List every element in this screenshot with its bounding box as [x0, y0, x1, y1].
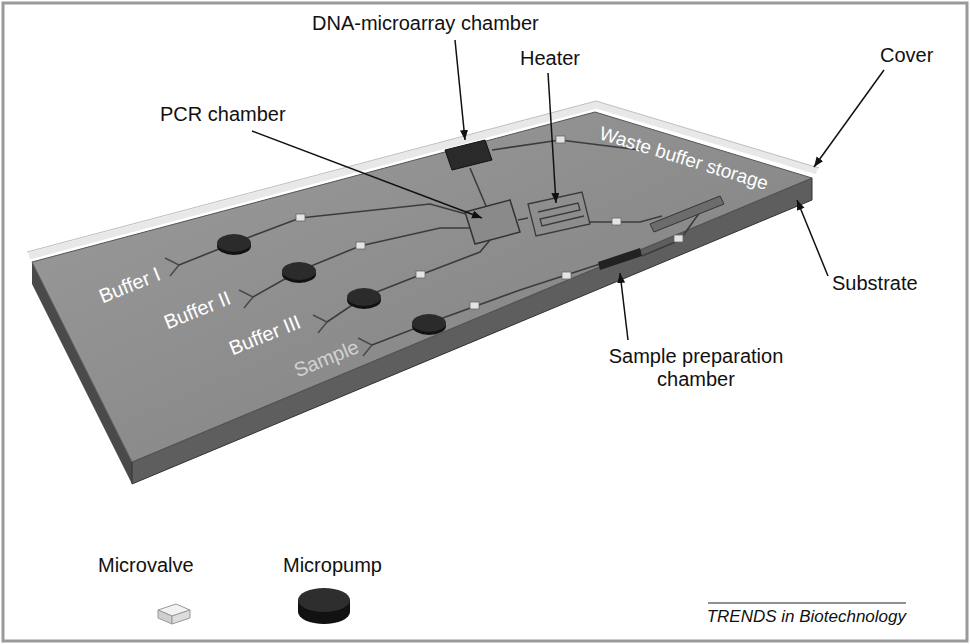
pcr-chamber — [465, 200, 520, 244]
chip-surface-label: Buffer I — [96, 263, 164, 308]
part-label: DNA-microarray chamber — [312, 12, 539, 35]
sample-preparation-chamber — [598, 248, 642, 270]
cover-edge — [29, 105, 817, 256]
chip-surface-label: Sample — [291, 335, 362, 382]
chip-surface-label: Waste buffer storage — [597, 122, 771, 194]
source-rule — [708, 602, 906, 603]
source-credit: TRENDS in Biotechnology — [690, 607, 906, 627]
micropumps — [217, 234, 446, 335]
microvalves — [296, 136, 683, 309]
figure-frame — [3, 3, 967, 641]
part-label: Cover — [880, 44, 933, 67]
heater — [528, 192, 590, 236]
part-label: Heater — [520, 47, 580, 70]
chip-top — [32, 112, 812, 462]
microchannels — [179, 140, 700, 345]
microvalve-sample — [158, 604, 190, 624]
micropump-sample — [298, 588, 350, 624]
part-label: Sample preparation chamber — [594, 345, 798, 391]
leader-arrows — [252, 40, 884, 340]
chip-surface-label: Buffer II — [161, 287, 234, 334]
legend-label: Microvalve — [98, 554, 194, 577]
cover-outline — [27, 101, 819, 252]
chip-surface-label: Buffer III — [226, 311, 304, 361]
part-label: PCR chamber — [160, 103, 286, 126]
legend-label: Micropump — [283, 554, 382, 577]
part-label: Substrate — [832, 272, 918, 295]
waste-reservoir — [650, 196, 724, 232]
dna-microarray-chamber — [445, 140, 492, 170]
